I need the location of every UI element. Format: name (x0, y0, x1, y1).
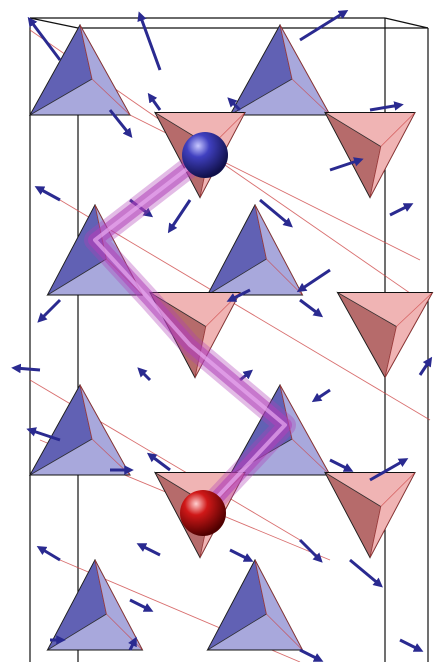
spin-arrow-icon (329, 458, 354, 472)
spin-arrow-icon (299, 298, 324, 318)
spin-arrow-icon (369, 101, 404, 112)
dirac-string-path (84, 146, 296, 513)
spin-arrow-icon (259, 198, 293, 228)
spin-arrow-icon (26, 427, 61, 442)
blue-tetrahedron (206, 558, 304, 652)
tetra-face (384, 292, 433, 378)
spin-arrow-icon (136, 543, 161, 557)
tetra-face (279, 24, 331, 116)
spin-arrow-icon (296, 268, 331, 293)
tetra-face (279, 384, 331, 476)
spin-arrow-icon (167, 199, 192, 234)
tetra-face (254, 204, 303, 296)
cell-edge (29, 17, 79, 29)
spin-arrow-icon (226, 288, 251, 302)
monopoles-layer (180, 132, 228, 536)
spin-arrow-icon (108, 109, 133, 138)
spin-arrow-icon (36, 546, 61, 562)
spin-arrow-icon (146, 452, 171, 472)
tetra-face (254, 559, 303, 651)
spin-arrow-icon (349, 558, 383, 588)
spin-arrow-icon (299, 9, 349, 42)
spin-arrow-icon (27, 16, 62, 61)
spin-arrow-icon (227, 97, 242, 112)
blue-tetrahedron (28, 23, 131, 117)
spin-arrow-icon (147, 92, 162, 111)
spin-arrow-icon (298, 538, 323, 563)
cell-diagonal (59, 199, 431, 421)
red-tetrahedron (336, 291, 434, 379)
spin-arrow-icon (239, 369, 253, 382)
tetra-face (369, 472, 416, 558)
spin-arrow-icon (369, 458, 409, 482)
tetra-face (79, 384, 131, 476)
spin-arrow-icon (329, 157, 364, 172)
blue-tetrahedron (228, 23, 331, 117)
spin-arrow-icon (11, 363, 41, 374)
blue-tetrahedron (46, 558, 144, 652)
spin-arrow-icon (299, 648, 324, 662)
blue-tetrahedron (28, 383, 131, 477)
spin-arrow-icon (128, 636, 137, 651)
red-tetrahedron (323, 111, 416, 199)
blue-tetrahedron (206, 203, 304, 297)
spin-arrow-icon (389, 203, 414, 217)
south-monopole-sphere-icon (180, 490, 226, 536)
red-tetrahedron (323, 471, 416, 559)
spin-arrow-icon (137, 11, 162, 71)
spin-arrow-icon (37, 298, 62, 323)
spin-arrow-icon (137, 367, 152, 382)
spin-arrow-icon (311, 388, 331, 403)
spin-arrow-icon (34, 186, 61, 202)
tetrahedra-layer (28, 23, 434, 652)
tetra-face (369, 112, 416, 198)
dirac-string-highlight (93, 153, 287, 507)
north-monopole-sphere-icon (182, 132, 228, 178)
tetra-face (94, 559, 143, 651)
spin-arrow-icon (418, 356, 433, 376)
tetra-face (79, 24, 131, 116)
spin-arrow-icon (399, 638, 424, 652)
spin-arrow-icon (129, 598, 154, 612)
spin-arrow-icon (229, 548, 254, 562)
spin-arrows-layer (11, 9, 433, 662)
cell-edge (384, 17, 429, 29)
